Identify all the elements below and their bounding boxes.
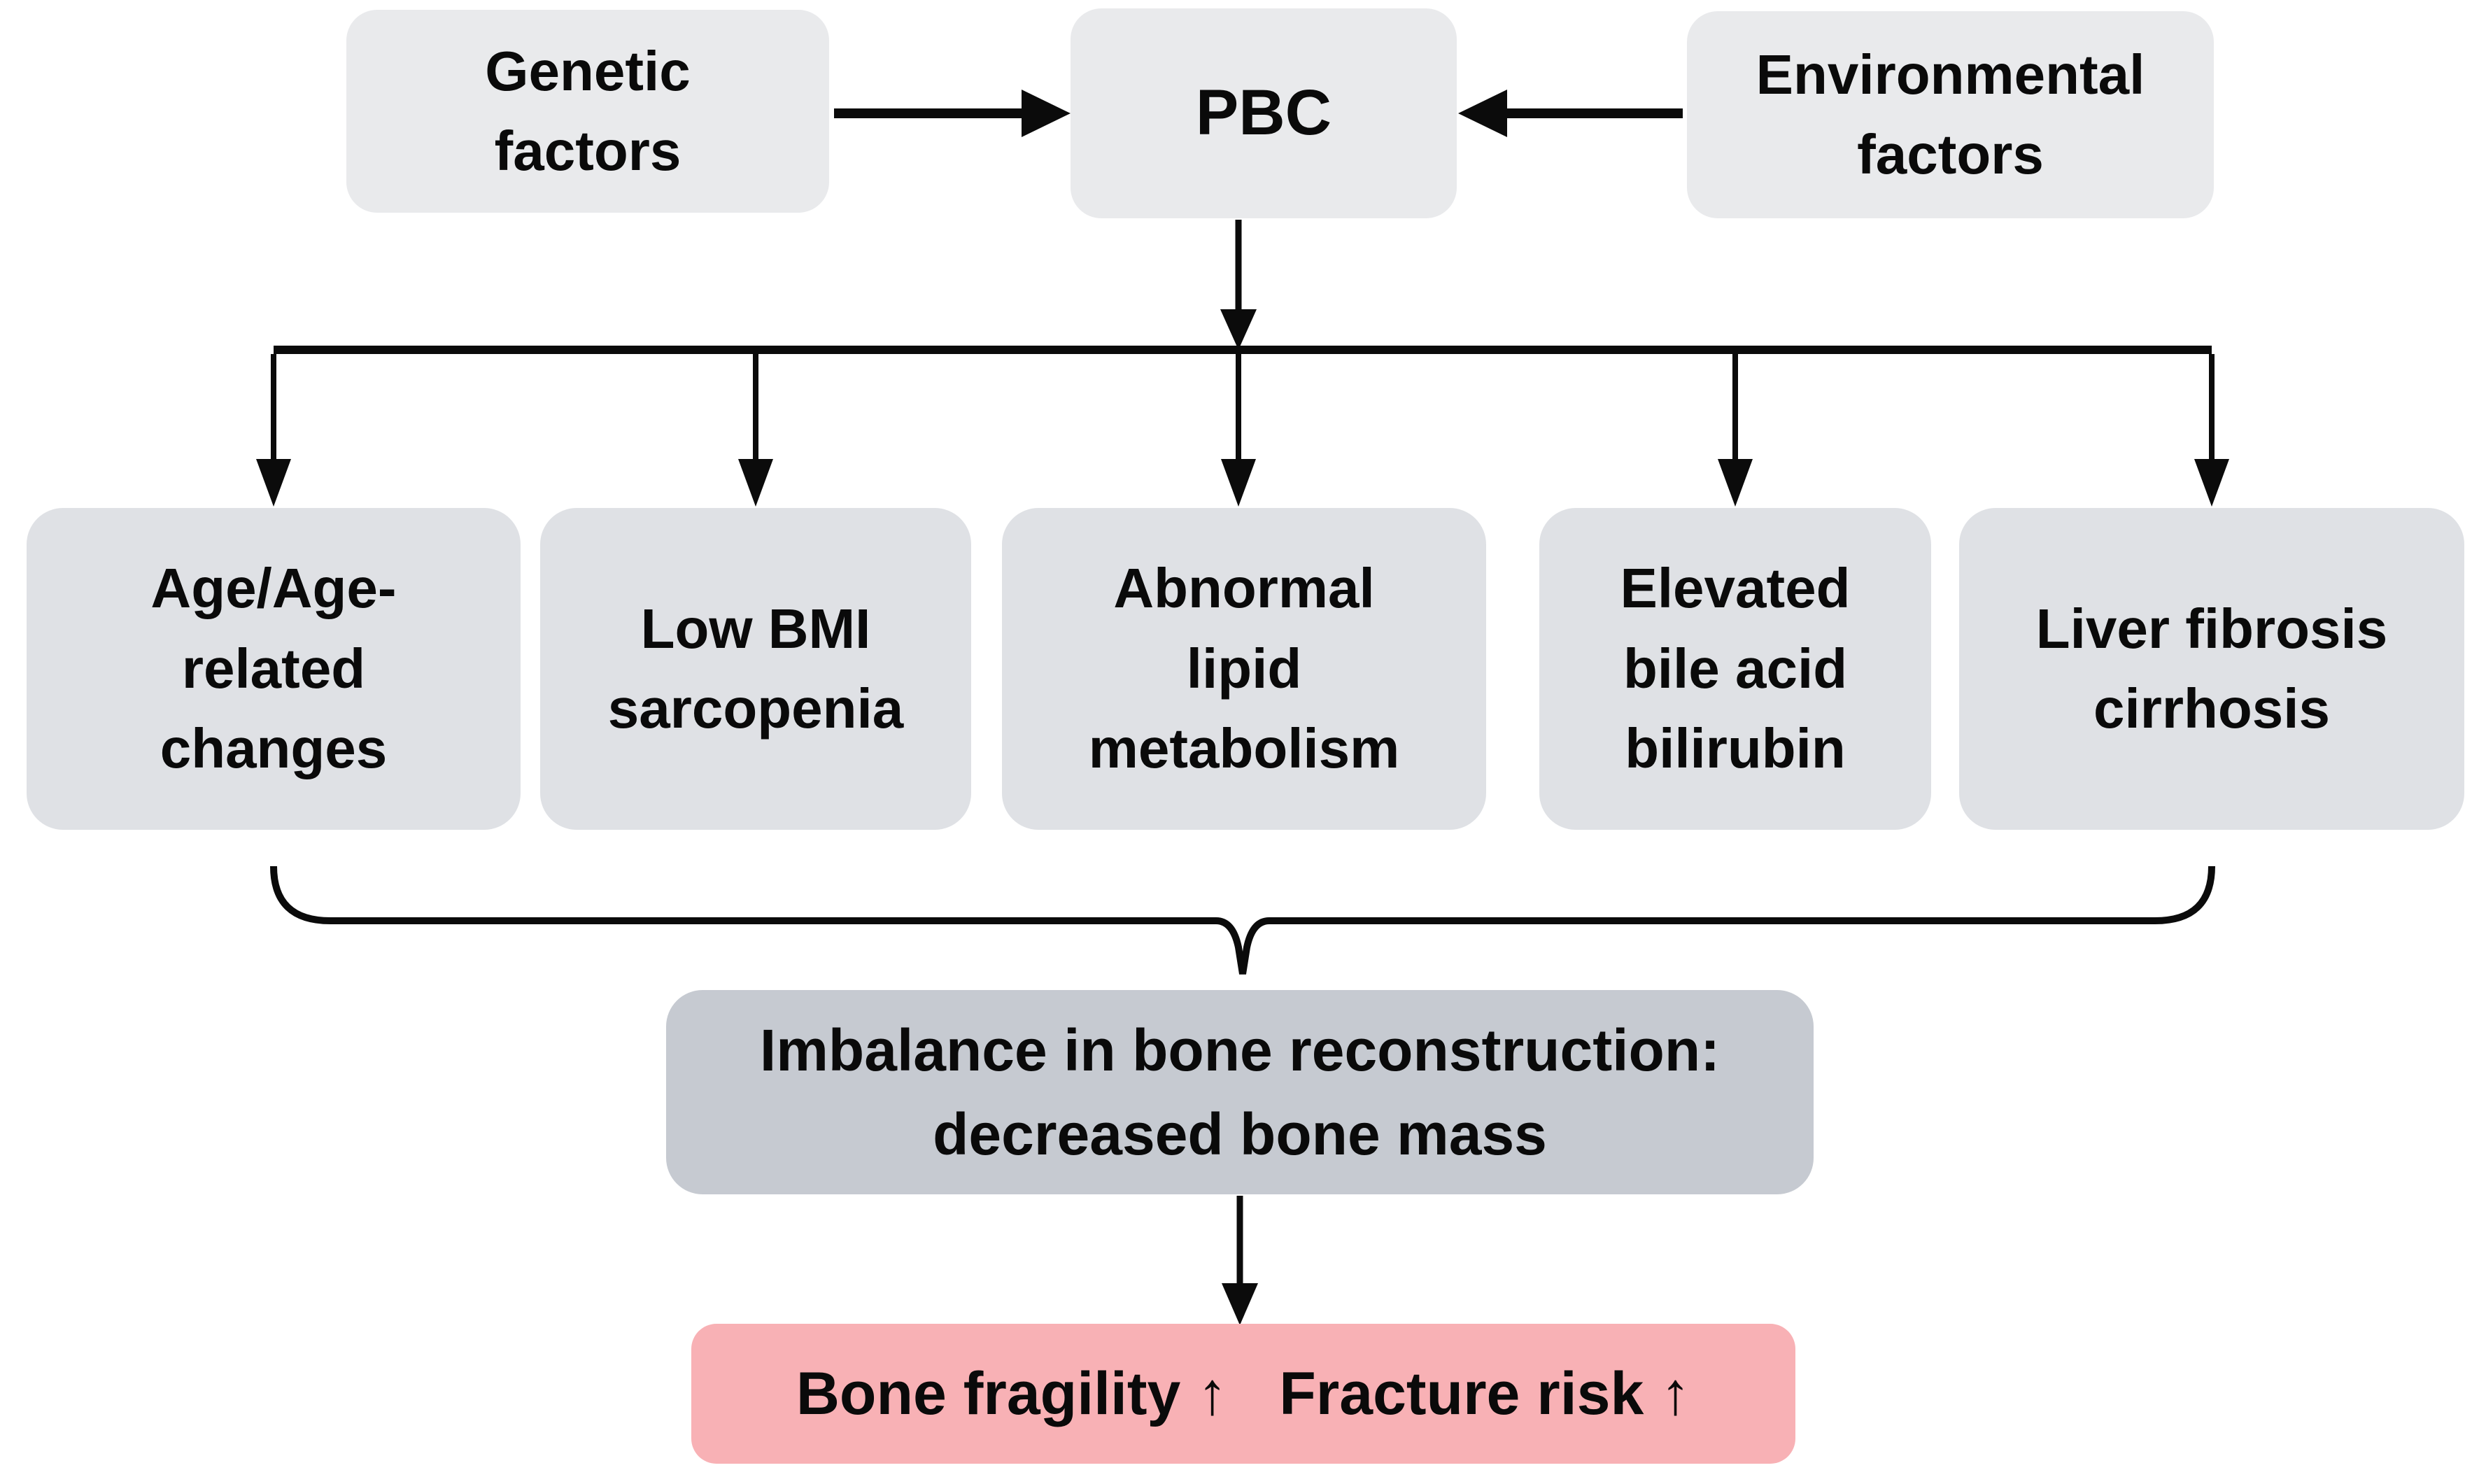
arrow-drop-1 bbox=[256, 354, 291, 507]
arrow-drop-3 bbox=[1221, 354, 1256, 507]
factor-box-elevated-bile-acid-bilirubin: Elevated bile acid bilirubin bbox=[1539, 508, 1931, 830]
factor-box-low-bmi-sarcopenia: Low BMI sarcopenia bbox=[540, 508, 971, 830]
outcome-box: Bone fragility ↑ Fracture risk ↑ bbox=[691, 1324, 1795, 1464]
factor-1-line1: Age/Age- bbox=[150, 557, 397, 620]
genetic-factors-line2: factors bbox=[494, 120, 681, 182]
arrow-environmental-to-pbc bbox=[1458, 90, 1683, 137]
arrow-pbc-down bbox=[1220, 220, 1257, 350]
outcome-fracture-risk: Fracture risk ↑ bbox=[1279, 1359, 1691, 1427]
environmental-factors-line2: factors bbox=[1857, 123, 2044, 185]
imbalance-line2: decreased bone mass bbox=[933, 1101, 1547, 1167]
factor-4-line3: bilirubin bbox=[1625, 717, 1846, 780]
factor-2-line2: sarcopenia bbox=[607, 677, 904, 740]
factor-1-line3: changes bbox=[160, 717, 388, 780]
factor-3-line1: Abnormal bbox=[1113, 557, 1375, 620]
imbalance-box: Imbalance in bone reconstruction: decrea… bbox=[666, 990, 1814, 1194]
factor-5-line1: Liver fibrosis bbox=[2035, 597, 2388, 660]
factor-2-line1: Low BMI bbox=[640, 597, 871, 660]
factor-3-line2: lipid bbox=[1186, 637, 1302, 700]
factor-3-line3: metabolism bbox=[1088, 717, 1400, 780]
arrow-drop-5 bbox=[2194, 354, 2229, 507]
factor-5-line2: cirrhosis bbox=[2093, 677, 2330, 740]
arrow-genetic-to-pbc bbox=[834, 90, 1071, 137]
factor-box-abnormal-lipid-metabolism: Abnormal lipid metabolism bbox=[1002, 508, 1486, 830]
brace bbox=[270, 865, 2215, 975]
factor-box-age-related-changes: Age/Age- related changes bbox=[27, 508, 521, 830]
environmental-factors-line1: Environmental bbox=[1756, 43, 2145, 106]
factor-4-line1: Elevated bbox=[1620, 557, 1851, 620]
genetic-factors-box: Genetic factors bbox=[346, 10, 829, 213]
arrow-imbalance-to-outcome bbox=[1222, 1196, 1258, 1325]
factor-1-line2: related bbox=[181, 637, 366, 700]
pbc-label: PBC bbox=[1195, 77, 1332, 149]
outcome-bone-fragility: Bone fragility ↑ bbox=[796, 1359, 1228, 1427]
genetic-factors-line1: Genetic bbox=[485, 39, 691, 102]
environmental-factors-box: Environmental factors bbox=[1687, 11, 2214, 218]
pbc-box: PBC bbox=[1071, 8, 1457, 218]
factor-4-line2: bile acid bbox=[1623, 637, 1848, 700]
factor-box-liver-fibrosis-cirrhosis: Liver fibrosis cirrhosis bbox=[1959, 508, 2464, 830]
imbalance-line1: Imbalance in bone reconstruction: bbox=[759, 1017, 1721, 1083]
arrow-drop-4 bbox=[1718, 354, 1753, 507]
arrow-drop-2 bbox=[738, 354, 773, 507]
